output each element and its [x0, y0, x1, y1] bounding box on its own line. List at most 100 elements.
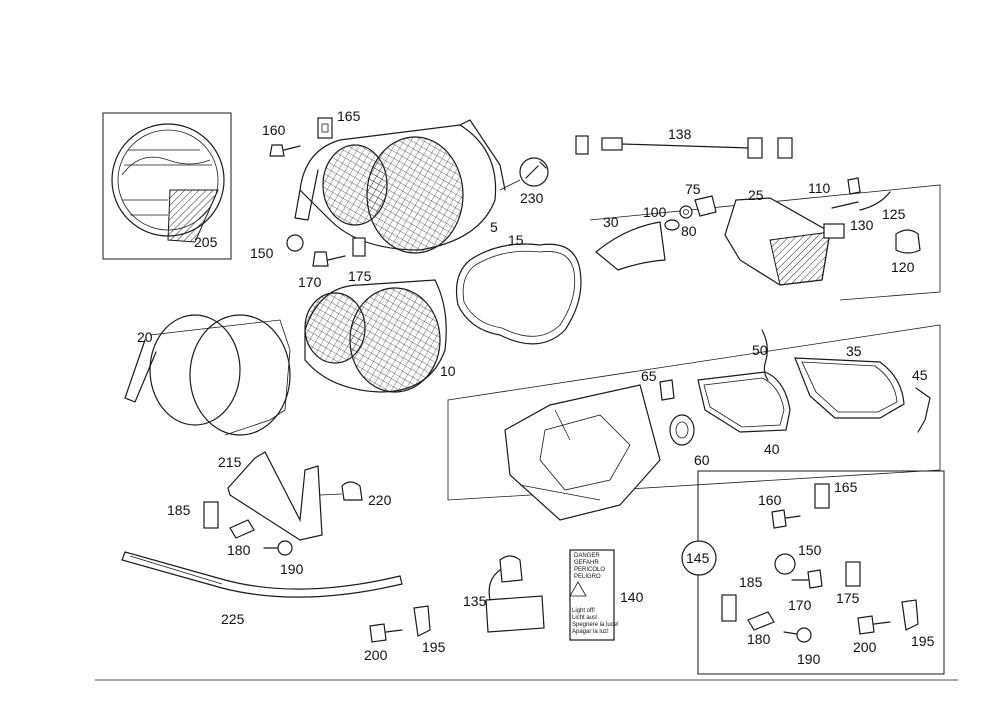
headlamp-assembly-5: [294, 119, 506, 254]
screw-200: [369, 623, 403, 643]
label-200: 200: [364, 647, 388, 663]
label-160b: 160: [758, 492, 782, 508]
frame-20: [124, 314, 291, 436]
label-165: 165: [337, 108, 361, 124]
screw-160: [269, 144, 301, 157]
socket-75: [694, 195, 717, 217]
label-180: 180: [227, 542, 251, 558]
kit-nut-180: [747, 611, 775, 631]
label-195b: 195: [911, 633, 935, 649]
label-25: 25: [748, 187, 764, 203]
label-190: 190: [280, 561, 304, 577]
ballast-135: [485, 555, 545, 633]
label-170b: 170: [788, 597, 812, 613]
label-150: 150: [250, 245, 274, 261]
bracket-215: [227, 451, 323, 541]
kit-screw-170: [791, 569, 823, 589]
label-185: 185: [167, 502, 191, 518]
kit-clip-195: [901, 599, 919, 631]
label-60: 60: [694, 452, 710, 468]
label-225: 225: [221, 611, 245, 627]
label-15: 15: [508, 232, 524, 248]
lamp-housing-bracket: [504, 384, 661, 521]
label-150b: 150: [798, 542, 822, 558]
label-185b: 185: [739, 574, 763, 590]
kit-box-145: [681, 470, 945, 675]
label-195: 195: [422, 639, 446, 655]
housing-25: [724, 197, 831, 286]
label-215: 215: [218, 454, 242, 470]
reflector-10: [304, 279, 447, 393]
clip-175: [352, 237, 366, 257]
label-140: 140: [620, 589, 644, 605]
warning-triangle-icon: [569, 581, 587, 597]
wire-50: [761, 329, 769, 381]
cap-60: [669, 414, 695, 446]
label-120: 120: [891, 259, 915, 275]
label-180b: 180: [747, 631, 771, 647]
cap-220: [319, 481, 363, 501]
connector-130: [823, 223, 845, 239]
label-230: 230: [520, 190, 544, 206]
bulb-100: [664, 219, 680, 231]
label-130: 130: [850, 217, 874, 233]
kit-clip-165: [814, 483, 830, 509]
cable-138: [575, 135, 793, 159]
label-125: 125: [882, 206, 906, 222]
label-45: 45: [912, 367, 928, 383]
panel-lower: [447, 324, 941, 501]
label-175: 175: [348, 268, 372, 284]
gasket-15: [455, 243, 582, 345]
warning-small-1: Light off!: [572, 608, 595, 614]
lamp-cover-30: [595, 221, 666, 271]
label-160: 160: [262, 122, 286, 138]
warning-small-3: Spegnere la luce!: [572, 622, 619, 628]
bulb-holder-110: [831, 177, 861, 209]
label-145: 145: [686, 550, 710, 566]
label-110: 110: [808, 180, 831, 196]
washer-80: [679, 205, 693, 219]
label-65: 65: [641, 368, 657, 384]
socket-65: [659, 379, 675, 401]
gasket-40: [697, 371, 791, 433]
kit-screw-160: [771, 509, 801, 529]
kit-screw-190: [783, 627, 812, 643]
kit-screw-200: [857, 615, 891, 635]
kit-washer-150: [774, 553, 796, 575]
label-205: 205: [194, 234, 218, 250]
clip-45: [915, 387, 931, 433]
clip-165: [317, 117, 333, 139]
warning-line-3: PERICOLO: [574, 567, 605, 573]
warning-line-1: DANGER: [574, 553, 600, 559]
label-50: 50: [752, 342, 768, 358]
label-35: 35: [846, 343, 862, 359]
label-220: 220: [368, 492, 392, 508]
washer-150: [286, 234, 304, 252]
label-138: 138: [668, 126, 692, 142]
trim-strip-225: [121, 551, 403, 598]
label-200b: 200: [853, 639, 877, 655]
warning-line-2: GEFAHR: [574, 560, 599, 566]
label-10: 10: [440, 363, 456, 379]
bulb-120: [895, 229, 921, 254]
label-80: 80: [681, 223, 697, 239]
warning-label-140: DANGER GEFAHR PERICOLO PELIGRO Light off…: [569, 549, 619, 641]
wire-125: [859, 191, 891, 211]
kit-clip-185: [721, 594, 737, 622]
label-190b: 190: [797, 651, 821, 667]
label-40: 40: [764, 441, 780, 457]
kit-clip-175: [845, 561, 861, 587]
label-135: 135: [463, 593, 487, 609]
clip-195: [413, 605, 431, 637]
inset-box-205: [102, 112, 232, 260]
nut-180: [229, 519, 255, 539]
clip-185: [203, 501, 219, 529]
housing-35: [794, 357, 905, 419]
label-20: 20: [137, 329, 153, 345]
warning-small-4: Apagar la luz!: [572, 629, 609, 635]
label-30: 30: [603, 214, 619, 230]
label-5: 5: [490, 219, 498, 235]
warning-line-4: PELIGRO: [574, 574, 601, 580]
label-175b: 175: [836, 590, 860, 606]
screw-170: [312, 251, 346, 267]
